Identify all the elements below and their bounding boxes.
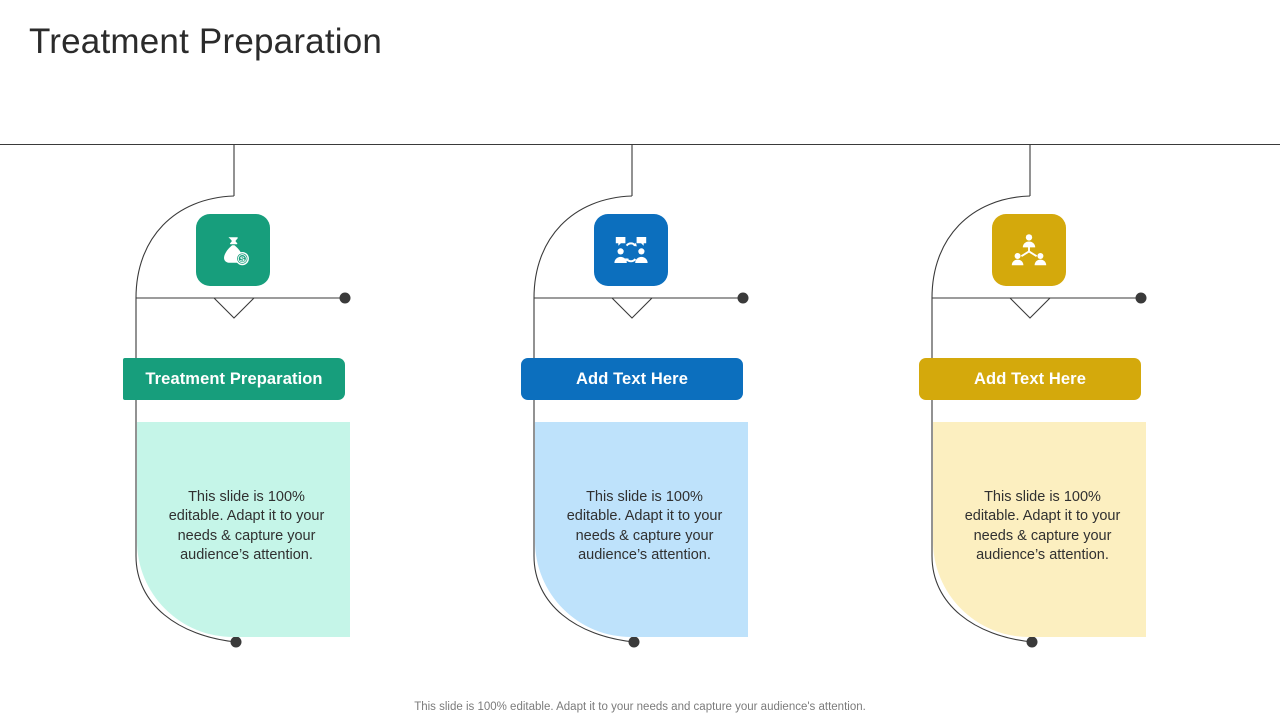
svg-text:S: S bbox=[240, 255, 245, 264]
column-body-panel-2: This slide is 100% editable. Adapt it to… bbox=[535, 422, 748, 637]
content-column-2: Add Text Here This slide is 100% editabl… bbox=[511, 0, 771, 720]
column-body-panel-3: This slide is 100% editable. Adapt it to… bbox=[933, 422, 1146, 637]
column-body-text-3: This slide is 100% editable. Adapt it to… bbox=[964, 488, 1121, 564]
column-label-2[interactable]: Add Text Here bbox=[521, 358, 743, 400]
money-bag-dollar-icon: S bbox=[213, 230, 253, 270]
footer-note: This slide is 100% editable. Adapt it to… bbox=[414, 701, 866, 713]
people-exchange-chat-icon bbox=[611, 230, 651, 270]
icon-tile-2[interactable] bbox=[594, 214, 668, 286]
column-label-text-1: Treatment Preparation bbox=[145, 369, 323, 388]
column-body-text-1: This slide is 100% editable. Adapt it to… bbox=[168, 488, 325, 564]
column-body-text-2: This slide is 100% editable. Adapt it to… bbox=[566, 488, 723, 564]
page-title: Treatment Preparation bbox=[29, 22, 383, 61]
column-label-3[interactable]: Add Text Here bbox=[919, 358, 1141, 400]
icon-tile-3[interactable] bbox=[992, 214, 1066, 286]
icon-tile-1[interactable]: S bbox=[196, 214, 270, 286]
column-label-text-2: Add Text Here bbox=[576, 369, 688, 388]
content-column-3: Add Text Here This slide is 100% editabl… bbox=[909, 0, 1169, 720]
content-column-1: S Treatment Preparation This slide is 10… bbox=[113, 0, 373, 720]
header-divider bbox=[0, 144, 1280, 145]
column-label-1[interactable]: Treatment Preparation bbox=[123, 358, 345, 400]
team-hierarchy-icon bbox=[1009, 230, 1049, 270]
column-label-text-3: Add Text Here bbox=[974, 369, 1086, 388]
column-body-panel-1: This slide is 100% editable. Adapt it to… bbox=[137, 422, 350, 637]
